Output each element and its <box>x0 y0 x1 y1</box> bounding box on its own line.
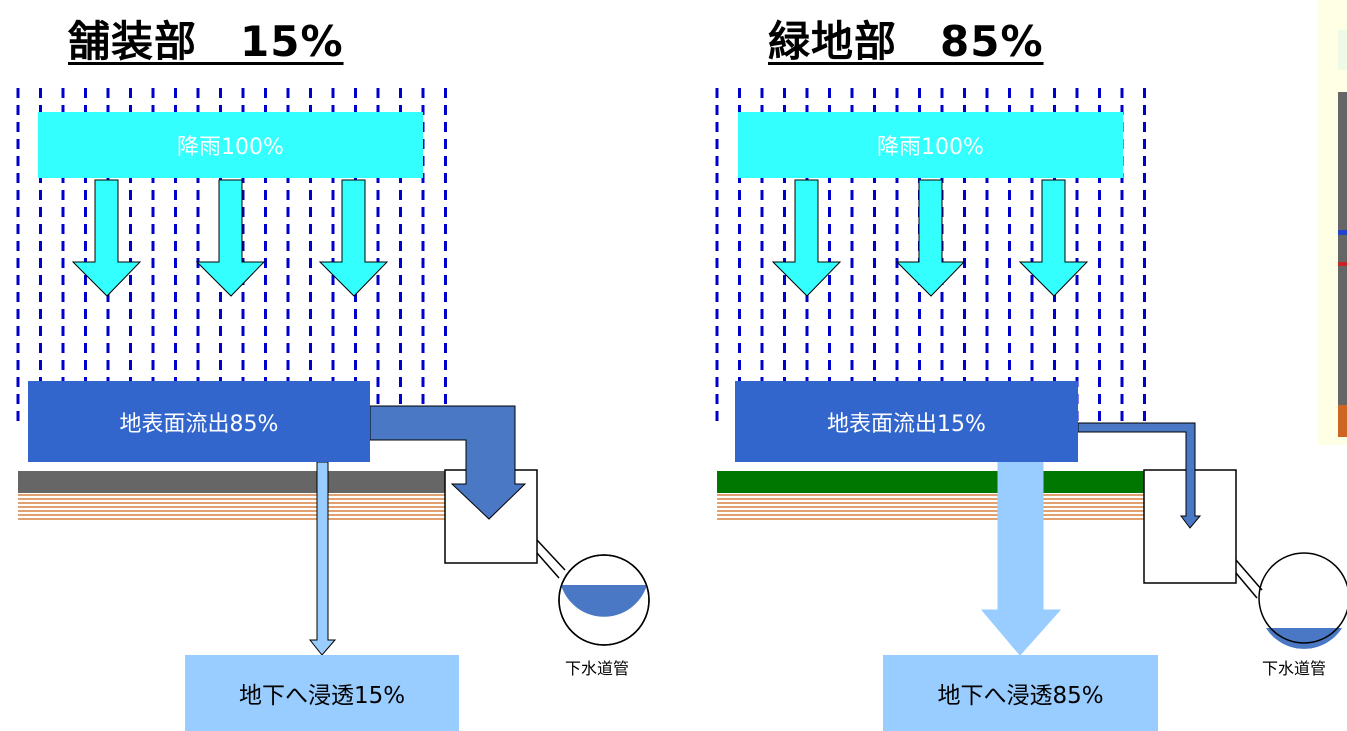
rain-arrows-green <box>771 179 1089 297</box>
sewer-pipe-label-paved: 下水道管 <box>565 659 630 678</box>
runoff-arrow-paved <box>369 405 527 520</box>
infiltration-arrow-paved <box>308 461 337 656</box>
surface-layer-green <box>717 471 1144 493</box>
rain-arrow <box>1018 179 1089 297</box>
inset-thumbnail <box>1318 0 1347 445</box>
soil-stripe <box>18 494 445 496</box>
soil-stripe <box>717 510 1144 512</box>
rain-arrow <box>71 179 142 297</box>
rain-arrow <box>195 179 266 297</box>
panel-title-green: 緑地部 85% <box>768 17 1044 66</box>
infiltration-box-paved: 地下へ浸透15% <box>185 655 459 731</box>
rain-box-green: 降雨100% <box>738 112 1123 178</box>
soil-stripe <box>717 514 1144 516</box>
sewer-pipe-label-green: 下水道管 <box>1262 659 1327 678</box>
soil-stripe <box>18 510 445 512</box>
soil-stripe <box>18 518 445 520</box>
infiltration-arrow-green <box>980 461 1062 656</box>
rain-arrow <box>771 179 842 297</box>
soil-stripe <box>18 506 445 508</box>
runoff-arrow-green <box>1077 422 1202 529</box>
surface-layer-paved <box>18 471 445 493</box>
rain-box-paved: 降雨100% <box>38 112 423 178</box>
runoff-box-green: 地表面流出15% <box>735 381 1078 462</box>
ground-paved <box>18 471 445 520</box>
runoff-box-paved: 地表面流出85% <box>28 381 370 462</box>
rain-arrow <box>318 179 389 297</box>
ground-green <box>717 471 1144 520</box>
sewer-system-green <box>1143 469 1347 649</box>
soil-stripe <box>717 518 1144 520</box>
soil-stripe <box>18 502 445 504</box>
rain-arrow <box>895 179 966 297</box>
infiltration-box-green: 地下へ浸透85% <box>883 655 1158 731</box>
rain-arrows-paved <box>71 179 389 297</box>
soil-stripe <box>717 502 1144 504</box>
soil-stripe <box>18 514 445 516</box>
soil-stripe <box>18 498 445 500</box>
soil-stripe <box>717 498 1144 500</box>
soil-stripe <box>717 506 1144 508</box>
panel-title-paved: 舗装部 15% <box>68 17 344 66</box>
soil-layer-paved <box>18 494 445 520</box>
soil-stripe <box>717 494 1144 496</box>
sewer-pipe-low <box>1258 552 1347 644</box>
soil-layer-green <box>717 494 1144 520</box>
